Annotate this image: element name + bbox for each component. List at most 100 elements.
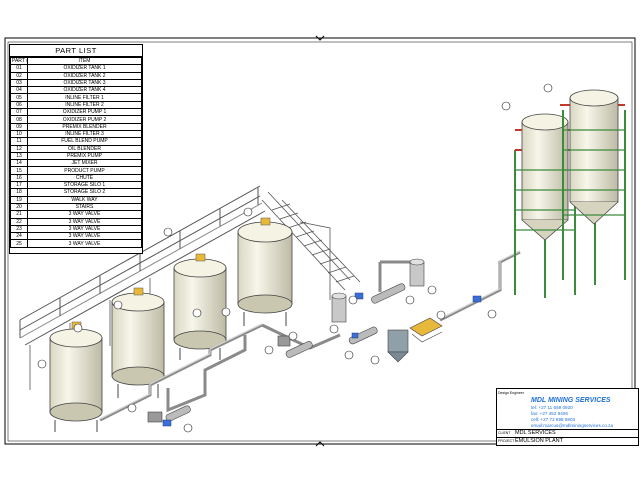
stairs (261, 191, 361, 300)
part-number-cell: 16 (10, 173, 28, 183)
part-item-cell: PRODUCT PUMP (27, 166, 142, 175)
part-item-cell: INLINE FILTER 2 (27, 100, 142, 110)
part-item-cell: FUEL BLEND PUMP (27, 137, 142, 146)
part-item-cell: STORAGE SILO 2 (27, 188, 142, 197)
part-number-cell: 06 (10, 100, 28, 110)
part-item-cell: INLINE FILTER 3 (27, 129, 142, 139)
oxidizer-tank-3 (173, 253, 227, 360)
oxidizer-pump-2 (277, 335, 313, 358)
part-item-cell: 3 WAY VALVE (27, 239, 142, 248)
drawing-border (4, 37, 636, 445)
part-number-cell: 05 (10, 93, 28, 102)
fuel-blend-pump (348, 326, 378, 345)
part-number-cell: 19 (10, 195, 28, 204)
part-number-cell: 08 (10, 115, 28, 124)
process-piping-highlight (99, 250, 521, 420)
part-item-cell: 3 WAY VALVE (27, 217, 142, 226)
part-item-cell: 3 WAY VALVE (27, 232, 142, 241)
part-number-cell: 03 (10, 78, 28, 88)
part-number-cell: 18 (10, 188, 28, 197)
project-label: PROJECT (498, 439, 515, 443)
part-item-cell: OXIDIZER TANK 2 (27, 71, 142, 80)
inline-filters (162, 292, 482, 427)
part-item-cell: WALK WAY (27, 195, 142, 204)
company-contacts: tel: +27 11 659 0920 fax: +27 452 9406 c… (531, 405, 613, 429)
part-item-cell: OXIDIZER TANK 3 (27, 78, 142, 88)
company-cell: cell: +27 72 898 6903 (531, 417, 576, 422)
client-name: MDL SERVICES (515, 430, 556, 436)
drawing-inner-border (7, 41, 633, 442)
reference-balloons (37, 83, 553, 433)
part-number-cell: 24 (10, 232, 28, 241)
part-item-cell: OXIDIZER PUMP 1 (27, 108, 142, 117)
part-item-cell: PREMIX BLENDER (27, 122, 142, 131)
part-item-cell: INLINE FILTER 1 (27, 93, 142, 102)
company-email: email:marcus@mdlminingservices.co.za (531, 423, 614, 428)
item-header: ITEM (27, 56, 142, 66)
client-label: CLIENT (498, 431, 511, 435)
designer-label: Design Engineer (498, 391, 524, 395)
part-number-cell: 22 (10, 217, 28, 226)
part-item-cell: JET MIXER (27, 159, 142, 168)
oxidizer-pump-1 (147, 405, 191, 423)
storage-silo-1 (514, 113, 576, 298)
part-number-cell: 15 (10, 166, 28, 175)
storage-silo-2 (560, 89, 626, 285)
part-item-cell: OXIDIZER TANK 4 (27, 86, 142, 95)
center-mark-bottom (315, 441, 325, 447)
part-number-cell: 01 (10, 64, 28, 73)
part-item-cell: 3 WAY VALVE (27, 210, 142, 219)
part-number-cell: 10 (10, 129, 28, 139)
part-list-header-row: PART # ITEM (10, 56, 142, 66)
part-number-cell: 14 (10, 159, 28, 168)
company-name: MDL MINING SERVICES (531, 397, 611, 404)
oil-blender (409, 258, 425, 287)
title-block-divider-2 (497, 437, 638, 438)
part-item-cell: OXIDIZER PUMP 2 (27, 115, 142, 124)
part-number-cell: 21 (10, 210, 28, 219)
oxidizer-tank-4 (237, 217, 293, 326)
part-item-cell: OIL BLENDER (27, 144, 142, 153)
part-number-cell: 12 (10, 144, 28, 153)
project-name: EMULSION PLANT (515, 438, 563, 444)
part-item-cell: PREMIX PUMP (27, 151, 142, 161)
part-number-cell: 13 (10, 151, 28, 161)
part-item-cell: OXIDIZER TANK 1 (27, 64, 142, 73)
part-list-title: PART LIST (10, 45, 142, 57)
product-pump (387, 329, 409, 363)
center-mark-top (315, 35, 325, 41)
part-number-cell: 23 (10, 224, 28, 234)
oxidizer-tank-2 (111, 287, 165, 398)
part-item-cell: STORAGE SILO 1 (27, 181, 142, 190)
part-number-cell: 11 (10, 137, 28, 146)
part-number-cell: 07 (10, 108, 28, 117)
part-number-cell: 20 (10, 202, 28, 212)
part-number-cell: 25 (10, 239, 28, 248)
part-number-cell: 17 (10, 181, 28, 190)
